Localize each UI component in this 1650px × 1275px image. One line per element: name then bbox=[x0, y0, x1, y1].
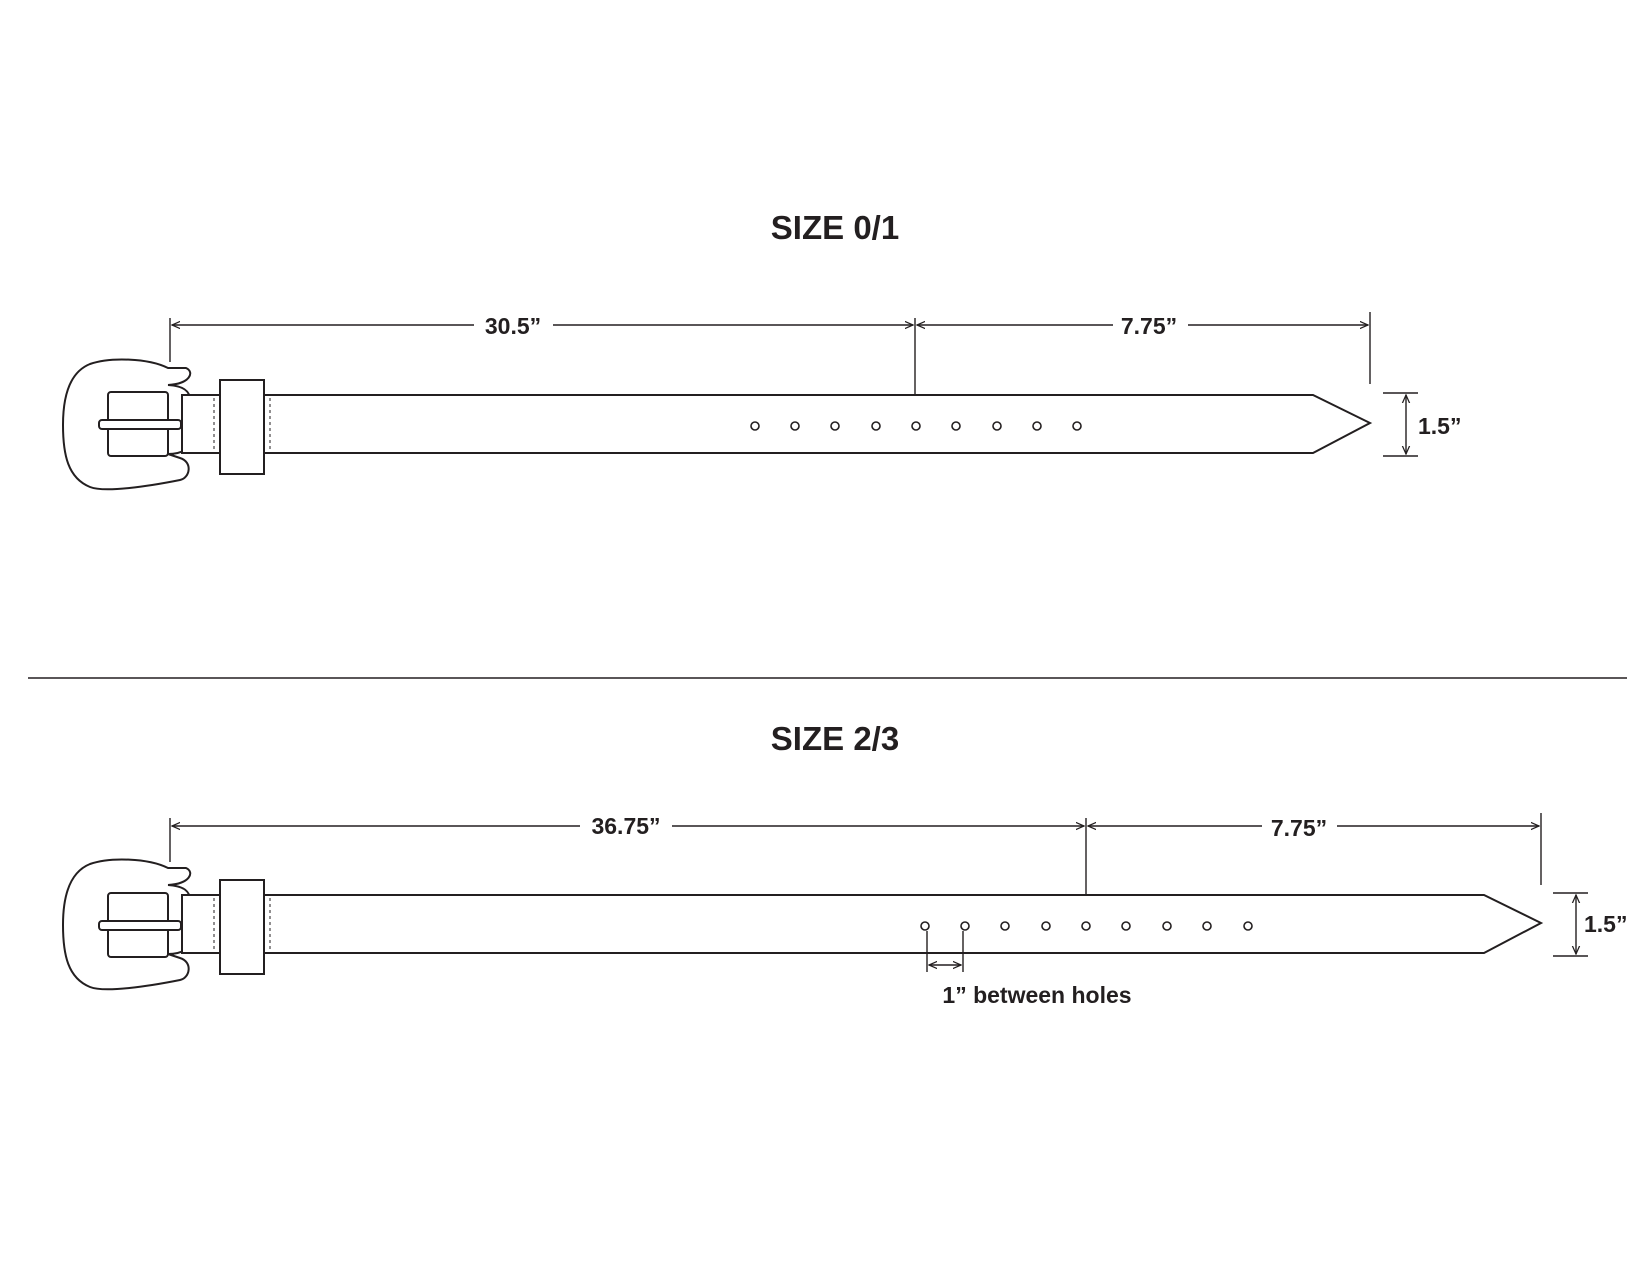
size-title-2-3: SIZE 2/3 bbox=[771, 720, 899, 757]
belt-hole bbox=[911, 421, 921, 431]
belt-hole bbox=[1072, 421, 1082, 431]
belt-hole bbox=[920, 921, 930, 931]
belt-strap bbox=[181, 894, 1544, 954]
belt-hole bbox=[1041, 921, 1051, 931]
belt-hole bbox=[1081, 921, 1091, 931]
belt-hole bbox=[992, 421, 1002, 431]
belt-size-2-3: SIZE 2/3 36.75” 7.75” bbox=[61, 720, 1627, 1008]
belt-loop-icon bbox=[219, 879, 265, 975]
belt-hole bbox=[830, 421, 840, 431]
belt-hole bbox=[951, 421, 961, 431]
belt-hole bbox=[1162, 921, 1172, 931]
belt-hole bbox=[960, 921, 970, 931]
buckle-icon bbox=[61, 858, 192, 991]
belt-hole bbox=[1032, 421, 1042, 431]
belt-size-0-1: SIZE 0/1 30.5” 7.75” bbox=[61, 209, 1461, 491]
belt-hole bbox=[871, 421, 881, 431]
tip-length-label: 7.75” bbox=[1121, 313, 1177, 339]
belt-hole bbox=[1000, 921, 1010, 931]
hole-row bbox=[750, 421, 1082, 431]
length-label: 36.75” bbox=[591, 813, 660, 839]
size-title-0-1: SIZE 0/1 bbox=[771, 209, 899, 246]
belt-hole bbox=[1243, 921, 1253, 931]
width-label: 1.5” bbox=[1584, 911, 1627, 937]
belt-hole bbox=[1202, 921, 1212, 931]
belt-hole bbox=[750, 421, 760, 431]
hole-row bbox=[920, 921, 1253, 931]
belt-hole bbox=[790, 421, 800, 431]
belt-hole bbox=[1121, 921, 1131, 931]
tip-length-label: 7.75” bbox=[1271, 815, 1327, 841]
width-label: 1.5” bbox=[1418, 413, 1461, 439]
belt-loop-icon bbox=[219, 379, 265, 475]
buckle-icon bbox=[61, 358, 192, 491]
hole-spacing-label: 1” between holes bbox=[942, 982, 1131, 1008]
belt-strap bbox=[181, 394, 1373, 454]
length-label: 30.5” bbox=[485, 313, 541, 339]
